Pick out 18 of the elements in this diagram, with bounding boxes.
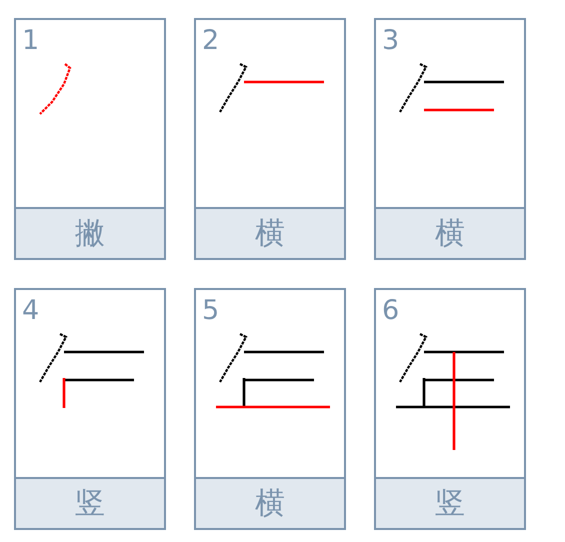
stroke-name-label: 横 — [196, 477, 344, 528]
stroke-card — [14, 18, 166, 260]
stroke-card — [374, 18, 526, 260]
stroke-card — [14, 288, 166, 530]
stroke-card — [194, 288, 346, 530]
stroke-name-label: 竖 — [16, 477, 164, 528]
stroke-name-label: 横 — [196, 207, 344, 258]
stroke-name-label: 横 — [376, 207, 524, 258]
step-number: 5 — [202, 296, 220, 326]
stroke-card — [374, 288, 526, 530]
stroke-name-label: 竖 — [376, 477, 524, 528]
step-number: 1 — [22, 26, 40, 56]
step-number: 3 — [382, 26, 400, 56]
step-number: 4 — [22, 296, 40, 326]
step-number: 2 — [202, 26, 220, 56]
stroke-name-label: 撇 — [16, 207, 164, 258]
stroke-card — [194, 18, 346, 260]
step-number: 6 — [382, 296, 400, 326]
